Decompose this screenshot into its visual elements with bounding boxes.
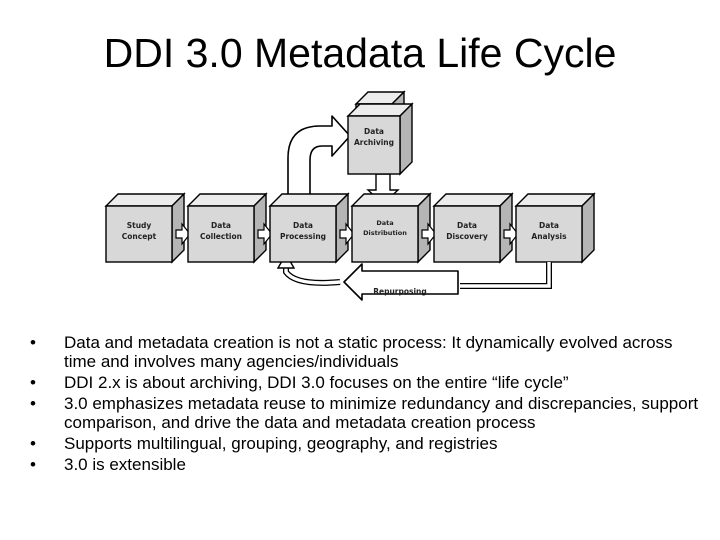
life-cycle-diagram: Repurposing Data Archiving Study Concept… <box>100 86 600 310</box>
bullet-item: • Data and metadata creation is not a sta… <box>28 333 708 371</box>
box-label-collection-line2: Collection <box>200 232 242 241</box>
box-data-analysis: Data Analysis <box>516 194 594 262</box>
slide-title: DDI 3.0 Metadata Life Cycle <box>0 30 720 77</box>
box-data-processing: Data Processing <box>270 194 348 262</box>
box-label-distribution-line2: Distribution <box>363 229 407 237</box>
bullet-dot: • <box>30 434 36 453</box>
box-data-discovery: Data Discovery <box>434 194 512 262</box>
box-data-distribution: Data Distribution <box>352 194 430 262</box>
bullet-list: • Data and metadata creation is not a sta… <box>28 333 708 476</box>
bullet-dot: • <box>30 394 36 413</box>
box-label-analysis-line1: Data <box>539 221 559 230</box>
bullet-item: • 3.0 is extensible <box>28 455 708 474</box>
arrow-analysis-to-repurposing <box>460 262 549 286</box>
repurposing-arrow: Repurposing <box>344 264 458 300</box>
box-label-collection-line1: Data <box>211 221 231 230</box>
life-cycle-svg: Repurposing Data Archiving Study Concept… <box>100 86 600 310</box>
arrow-processing-to-archiving <box>288 116 350 204</box>
box-label-discovery-line2: Discovery <box>446 232 488 241</box>
box-label-study-line1: Study <box>127 221 152 230</box>
box-label-processing-line1: Data <box>293 221 313 230</box>
box-label-analysis-line2: Analysis <box>531 232 567 241</box>
box-study-concept: Study Concept <box>106 194 184 262</box>
box-label-archiving-line1: Data <box>364 127 384 136</box>
box-label-study-line2: Concept <box>122 232 157 241</box>
box-label-processing-line2: Processing <box>280 232 326 241</box>
bullet-item: • DDI 2.x is about archiving, DDI 3.0 foc… <box>28 373 708 392</box>
bullet-item: • Supports multilingual, grouping, geogra… <box>28 434 708 453</box>
box-label-archiving-line2: Archiving <box>354 138 394 147</box>
box-label-discovery-line1: Data <box>457 221 477 230</box>
bullet-text: Supports multilingual, grouping, geograp… <box>64 434 497 453</box>
bullet-item: • 3.0 emphasizes metadata reuse to minimi… <box>28 394 708 432</box>
repurposing-label: Repurposing <box>373 287 427 296</box>
bullet-text: 3.0 is extensible <box>64 455 186 474</box>
bullet-dot: • <box>30 455 36 474</box>
bullet-dot: • <box>30 333 36 352</box>
bullet-text: DDI 2.x is about archiving, DDI 3.0 focu… <box>64 373 569 392</box>
bullet-text: 3.0 emphasizes metadata reuse to minimiz… <box>64 394 698 432</box>
bullet-dot: • <box>30 373 36 392</box>
box-data-collection: Data Collection <box>188 194 266 262</box>
box-label-distribution-line1: Data <box>376 219 393 227</box>
bullet-text: Data and metadata creation is not a stat… <box>64 333 673 371</box>
box-data-archiving-face: Data Archiving <box>348 104 412 174</box>
